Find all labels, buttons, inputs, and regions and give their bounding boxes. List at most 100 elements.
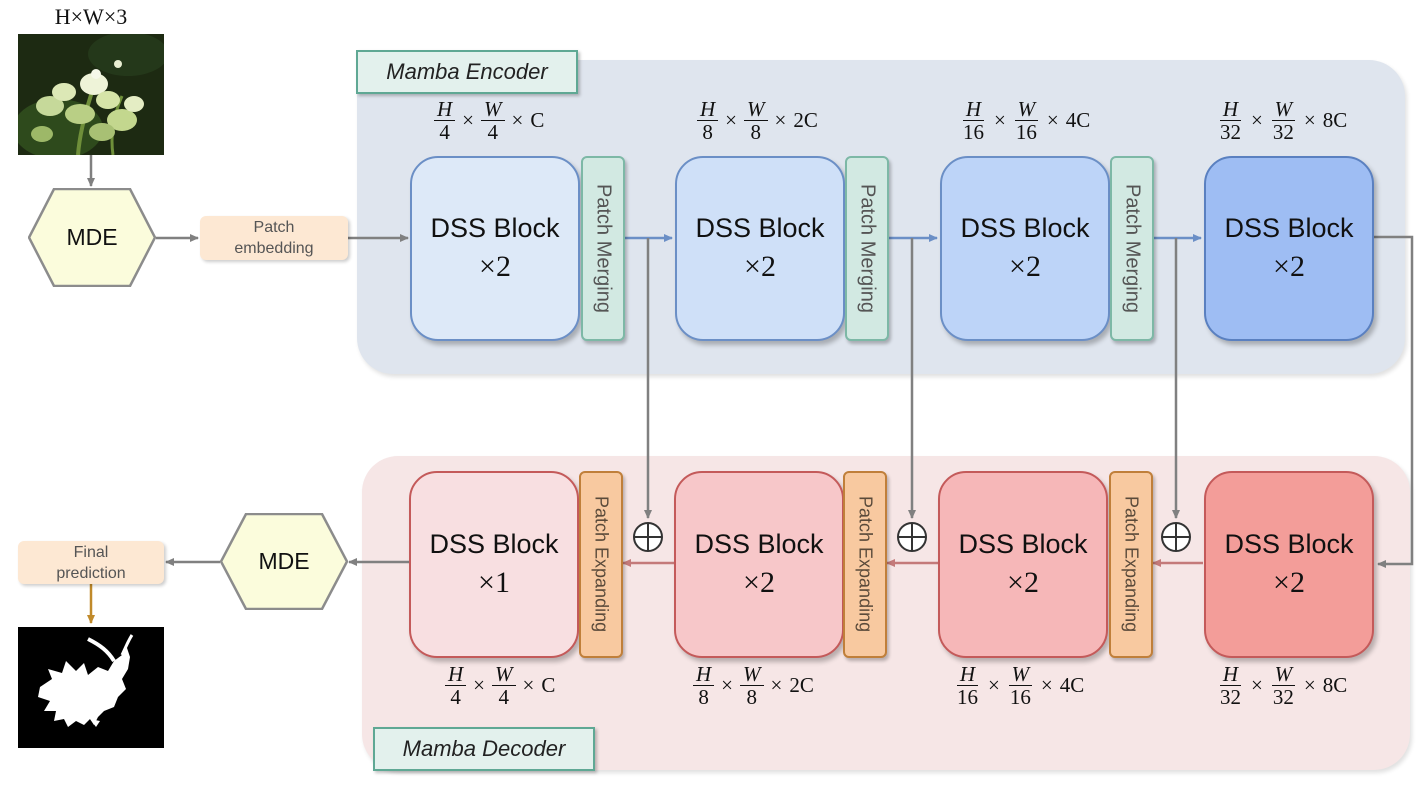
dim-h-num: H	[1219, 98, 1242, 121]
mde-encoder-hexagon	[28, 188, 156, 287]
arrow-bottleneck	[1374, 235, 1414, 568]
dim-times: ×	[1251, 673, 1263, 697]
dim-h-den: 4	[439, 120, 450, 144]
dim-h-den: 32	[1220, 685, 1241, 709]
dim-channels: 8C	[1322, 108, 1348, 132]
dim-h-num: H	[962, 98, 985, 121]
block-repeat: ×2	[1273, 566, 1305, 599]
encoder-dss-block-3: DSS Block ×2	[940, 156, 1110, 341]
output-mask-image	[18, 627, 164, 748]
decoder-dss-block-1: DSS Block ×1	[409, 471, 579, 658]
dim-w-num: W	[492, 663, 516, 686]
encoder-dss-block-2: DSS Block ×2	[675, 156, 845, 341]
patch-expanding-label: Patch Expanding	[1121, 496, 1142, 633]
dim-times: ×	[994, 108, 1006, 132]
decoder-dss-block-3: DSS Block ×2	[938, 471, 1108, 658]
final-prediction-line1: Final	[73, 543, 109, 561]
encoder-dss-block-1: DSS Block ×2	[410, 156, 580, 341]
block-label: DSS Block	[1224, 213, 1354, 243]
dim-channels: 8C	[1322, 673, 1348, 697]
dim-w-num: W	[744, 98, 768, 121]
dim-w-den: 4	[498, 685, 510, 709]
dim-channels: 4C	[1059, 673, 1085, 697]
dim-times: ×	[1251, 108, 1263, 132]
decoder-dss-block-2: DSS Block ×2	[674, 471, 844, 658]
block-repeat: ×2	[1007, 566, 1039, 599]
block-repeat: ×2	[744, 250, 776, 283]
dim-times: ×	[770, 673, 783, 697]
dim-h-den: 8	[702, 120, 713, 144]
final-prediction: Final prediction	[18, 541, 164, 584]
patch-merging-3: Patch Merging	[1110, 156, 1154, 341]
dim-h-num: H	[956, 663, 979, 686]
dim-h-den: 16	[957, 685, 978, 709]
dim-w-den: 8	[746, 685, 758, 709]
mde-decoder-hexagon	[220, 513, 348, 610]
dim-w-den: 32	[1272, 685, 1294, 709]
sum-node-icon	[897, 522, 927, 552]
dim-times: ×	[462, 108, 475, 132]
decoder-title: Mamba Decoder	[373, 727, 595, 771]
patch-embedding-line2: embedding	[234, 240, 314, 257]
block-label: DSS Block	[1224, 529, 1354, 559]
dim-w-num: W	[1008, 663, 1033, 686]
dim-w-num: W	[1014, 98, 1039, 121]
dim-w-den: 8	[750, 120, 762, 144]
patch-merging-label: Patch Merging	[856, 184, 879, 313]
block-label: DSS Block	[694, 529, 824, 559]
block-repeat: ×2	[743, 566, 775, 599]
dim-times: ×	[1303, 108, 1316, 132]
dim-w-num: W	[481, 98, 505, 121]
dim-h-den: 32	[1220, 120, 1241, 144]
block-repeat: ×2	[479, 250, 511, 283]
block-label: DSS Block	[429, 529, 559, 559]
patch-expanding-1: Patch Expanding	[579, 471, 623, 658]
block-label: DSS Block	[960, 213, 1090, 243]
dim-h-num: H	[434, 98, 456, 121]
dim-h-num: H	[697, 98, 719, 121]
encoder-title: Mamba Encoder	[356, 50, 578, 94]
dim-channels: 2C	[793, 108, 818, 132]
patch-merging-label: Patch Merging	[1121, 184, 1144, 313]
sum-node-icon	[1161, 522, 1191, 552]
dim-times: ×	[1046, 108, 1059, 132]
dim-times: ×	[522, 673, 535, 697]
patch-expanding-2: Patch Expanding	[843, 471, 887, 658]
dim-channels: C	[530, 108, 545, 132]
patch-merging-2: Patch Merging	[845, 156, 889, 341]
sum-node-icon	[633, 522, 663, 552]
dim-times: ×	[473, 673, 486, 697]
dim-channels: C	[541, 673, 556, 697]
dim-channels: 4C	[1065, 108, 1091, 132]
dim-times: ×	[721, 673, 734, 697]
dim-w-den: 32	[1272, 120, 1294, 144]
block-label: DSS Block	[430, 213, 560, 243]
dim-times: ×	[774, 108, 787, 132]
mde-decoder-label: MDE	[258, 548, 310, 574]
patch-expanding-3: Patch Expanding	[1109, 471, 1153, 658]
block-label: DSS Block	[695, 213, 825, 243]
patch-merging-1: Patch Merging	[581, 156, 625, 341]
dim-h-num: H	[445, 663, 467, 686]
dim-times: ×	[511, 108, 524, 132]
dim-channels: 2C	[789, 673, 814, 697]
dim-h-den: 16	[963, 120, 984, 144]
block-repeat: ×2	[1273, 250, 1305, 283]
decoder-dss-block-4: DSS Block ×2	[1204, 471, 1374, 658]
mde-encoder-label: MDE	[66, 224, 118, 250]
input-dims-label: H×W×3	[54, 4, 128, 29]
dim-w-num: W	[1271, 98, 1296, 121]
block-repeat: ×2	[1009, 250, 1041, 283]
patch-expanding-label: Patch Expanding	[591, 496, 612, 633]
dim-h-den: 8	[698, 685, 709, 709]
dim-w-num: W	[740, 663, 764, 686]
